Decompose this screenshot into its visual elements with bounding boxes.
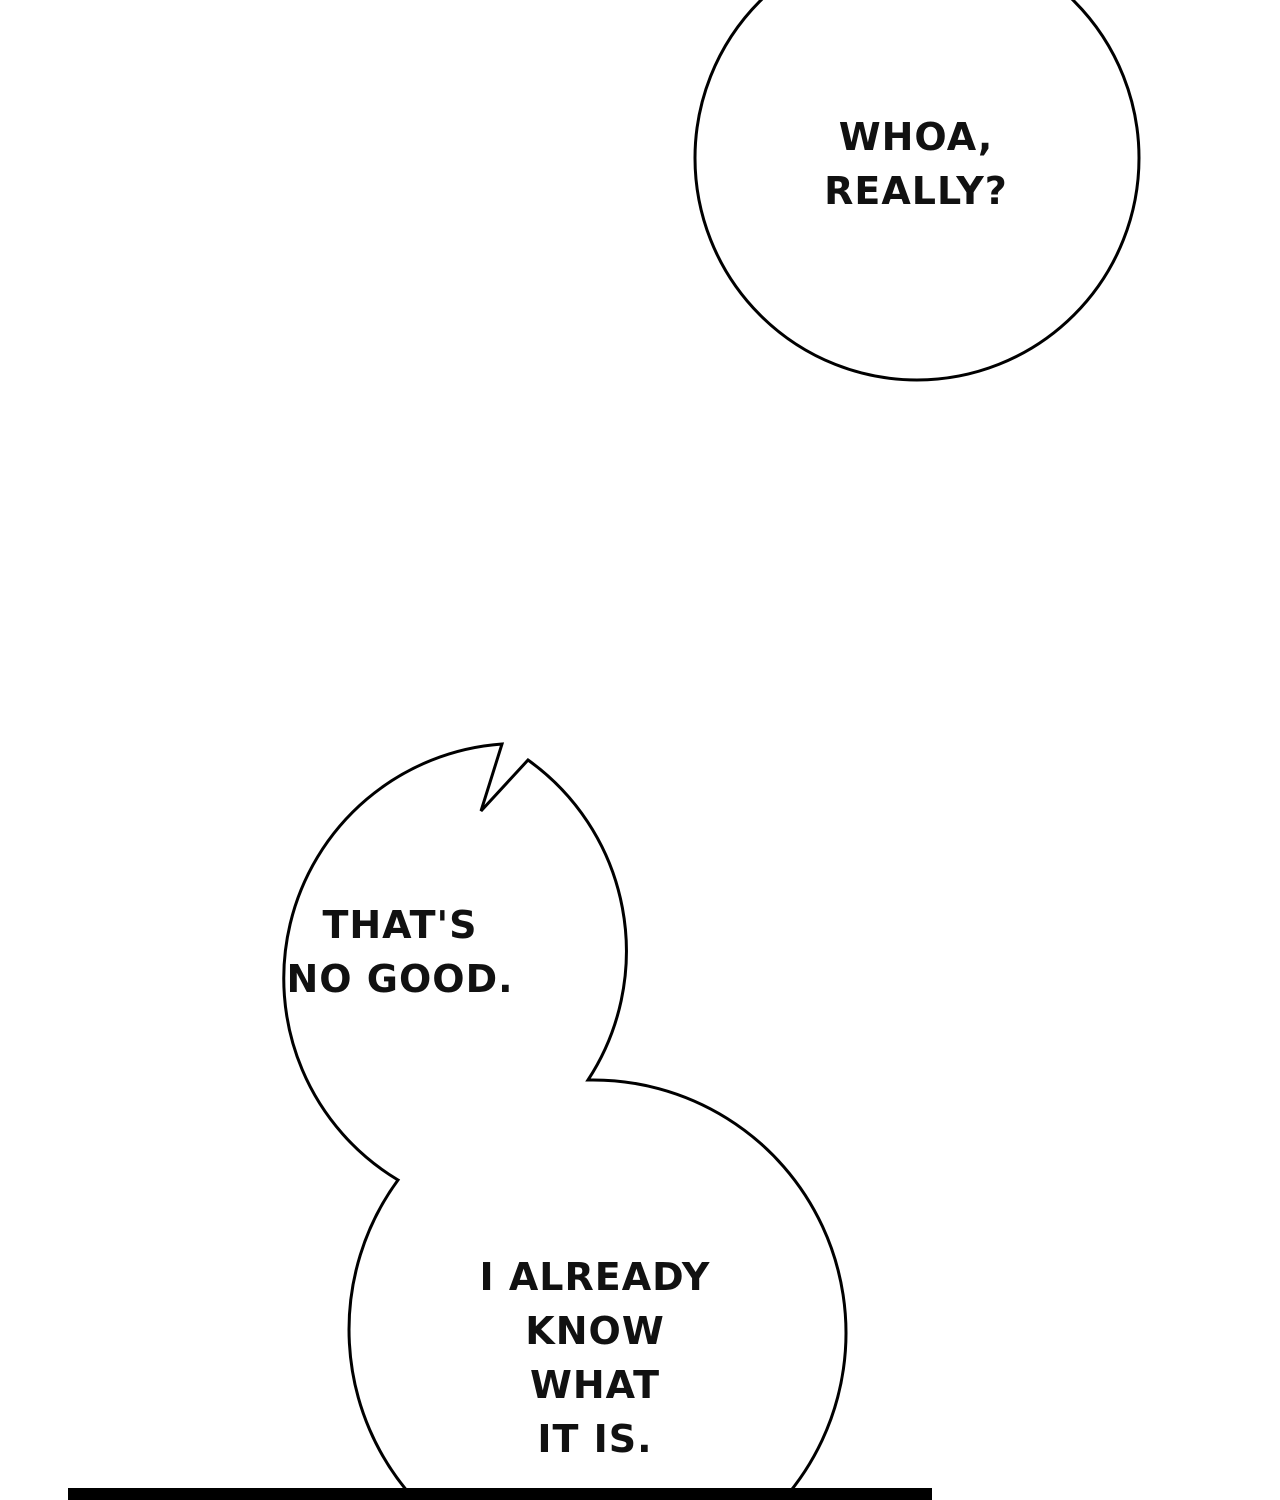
speech-line: IT IS. [537, 1417, 653, 1461]
speech-text-whoa: WHOA, REALLY? [786, 110, 1046, 218]
speech-line: KNOW WHAT [525, 1309, 665, 1407]
speech-text-already-know: I ALREADY KNOW WHAT IT IS. [455, 1250, 735, 1466]
speech-bubble-whoa [693, 0, 1141, 382]
panel-border-bottom [68, 1488, 932, 1500]
speech-line: REALLY? [824, 169, 1008, 213]
speech-line: I ALREADY [479, 1255, 711, 1299]
speech-line: WHOA, [838, 115, 994, 159]
speech-text-no-good: THAT'S NO GOOD. [265, 898, 535, 1006]
speech-line: THAT'S [322, 903, 478, 947]
speech-line: NO GOOD. [286, 957, 514, 1001]
